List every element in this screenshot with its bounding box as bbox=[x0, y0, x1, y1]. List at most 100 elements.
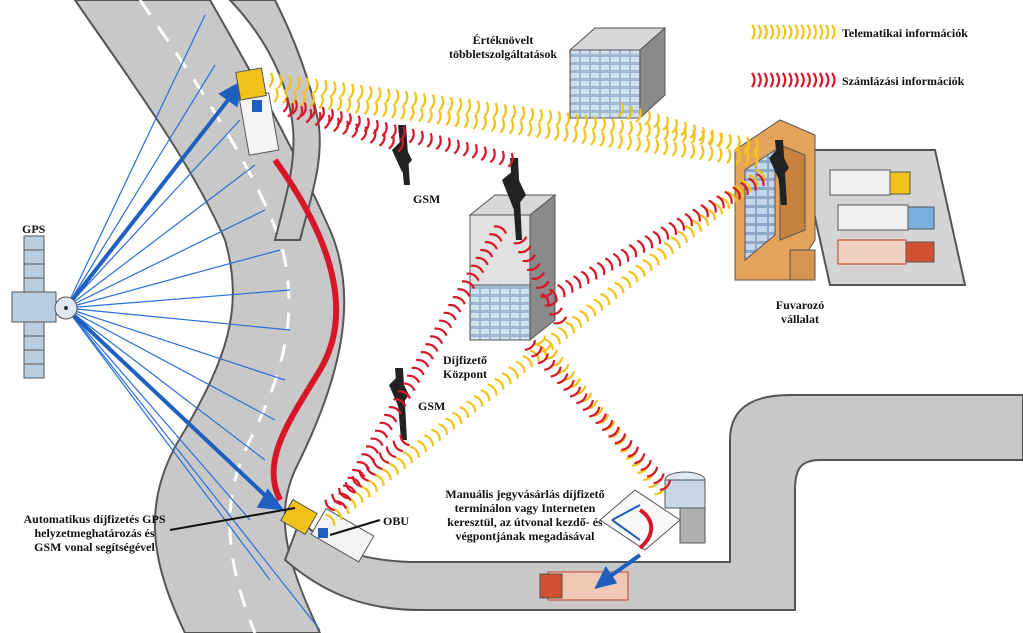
wave-arc bbox=[367, 479, 378, 492]
wave-arc bbox=[579, 309, 590, 322]
wave-arc bbox=[365, 445, 380, 455]
wave-arc bbox=[563, 379, 575, 391]
wave-arc bbox=[397, 137, 404, 153]
wave-arc bbox=[379, 421, 393, 431]
wave-arc bbox=[564, 321, 576, 334]
wave-arc bbox=[612, 252, 622, 267]
wave-arc bbox=[644, 110, 651, 126]
wave-arc bbox=[609, 118, 615, 134]
wave-arc bbox=[353, 490, 364, 503]
wave-arc bbox=[535, 280, 550, 289]
wave-arc bbox=[487, 383, 498, 396]
toll-center-building bbox=[468, 193, 557, 342]
wave-arc bbox=[640, 459, 652, 471]
auto-toll-label: Automatikus díjfizetés GPS helyzetmeghat… bbox=[12, 512, 177, 554]
wave-arc bbox=[392, 440, 404, 453]
wave-arc bbox=[563, 126, 569, 142]
wave-arc bbox=[549, 307, 563, 316]
wave-arc bbox=[726, 148, 732, 165]
wave-arc bbox=[337, 487, 349, 500]
wave-arc bbox=[544, 359, 556, 371]
wave-arc bbox=[699, 130, 705, 146]
wave-arc bbox=[420, 351, 434, 360]
wave-arc bbox=[416, 439, 428, 453]
wave-arc bbox=[361, 453, 375, 462]
wave-arc bbox=[755, 168, 766, 181]
wave-arc bbox=[707, 129, 714, 145]
wave-arc bbox=[363, 99, 370, 115]
truck-top bbox=[235, 67, 280, 156]
value-added-line1: Értéknövelt bbox=[472, 33, 534, 47]
wave-arc bbox=[752, 142, 759, 158]
wave-arc bbox=[555, 111, 562, 127]
wave-arc bbox=[381, 102, 388, 118]
wave-arc bbox=[501, 372, 512, 385]
wave-arc bbox=[296, 105, 304, 121]
wave-arc bbox=[763, 24, 768, 40]
wave-arc bbox=[725, 134, 732, 150]
wave-arc bbox=[748, 174, 759, 187]
wave-arc bbox=[452, 296, 466, 305]
gsm-tower-middle bbox=[502, 158, 526, 240]
wave-arc bbox=[626, 135, 632, 151]
wave-arc bbox=[459, 406, 470, 419]
wave-arc bbox=[627, 446, 639, 458]
wave-arc bbox=[716, 195, 725, 209]
wave-arc bbox=[662, 116, 669, 131]
wave-arc bbox=[508, 366, 519, 379]
wave-arc bbox=[794, 24, 799, 40]
wave-arc bbox=[689, 124, 696, 139]
carrier-line2: vállalat bbox=[781, 312, 819, 326]
wave-arc bbox=[636, 121, 642, 138]
wave-arc bbox=[420, 93, 427, 109]
wave-arc bbox=[654, 124, 660, 140]
parked-truck-1 bbox=[829, 169, 911, 196]
wave-arc bbox=[800, 72, 805, 88]
wave-arc bbox=[700, 204, 709, 218]
wave-arc bbox=[621, 275, 632, 289]
wave-arc bbox=[600, 292, 611, 305]
wave-arc bbox=[531, 271, 546, 280]
wave-arc bbox=[438, 319, 453, 329]
wave-arc bbox=[580, 270, 590, 285]
wave-arc bbox=[757, 72, 762, 88]
wave-arc bbox=[775, 24, 781, 40]
wave-arc bbox=[318, 93, 324, 109]
wave-arc bbox=[402, 90, 409, 106]
wave-arc bbox=[582, 114, 589, 130]
wave-arc bbox=[617, 134, 623, 150]
billing-waves bbox=[282, 97, 765, 512]
obu-label: OBU bbox=[383, 514, 410, 528]
wave-arc bbox=[333, 117, 340, 133]
wave-arc bbox=[358, 470, 369, 482]
wave-arc bbox=[614, 433, 627, 445]
auto-line1: Automatikus díjfizetés GPS bbox=[23, 512, 166, 526]
wave-arc bbox=[536, 343, 547, 356]
wave-arc bbox=[331, 493, 342, 506]
wave-arc bbox=[599, 131, 605, 147]
wave-arc bbox=[627, 120, 633, 136]
wave-arc bbox=[481, 115, 487, 131]
wave-arc bbox=[417, 130, 424, 146]
wave-arc bbox=[475, 256, 489, 266]
wave-arc bbox=[824, 24, 830, 40]
wave-arc bbox=[304, 77, 310, 93]
toll-center-line2: Központ bbox=[442, 367, 487, 381]
manual-line3: keresztül, az útvonal kezdő- és bbox=[447, 515, 603, 529]
telematics-waves bbox=[268, 72, 766, 526]
wave-arc bbox=[596, 261, 606, 276]
wave-arc bbox=[626, 105, 633, 121]
wave-arc bbox=[546, 109, 553, 126]
wave-arc bbox=[388, 462, 399, 475]
wave-arc bbox=[400, 104, 406, 120]
wave-arc bbox=[291, 99, 298, 115]
wave-arc bbox=[531, 346, 543, 358]
wave-arc bbox=[470, 264, 485, 274]
wave-arc bbox=[662, 140, 669, 156]
wave-arc bbox=[569, 386, 582, 398]
value-added-label: Értéknövelt többletszolgáltatások bbox=[443, 33, 563, 61]
wave-arc bbox=[515, 360, 526, 373]
wave-arc bbox=[367, 85, 373, 101]
wave-arc bbox=[402, 382, 416, 392]
